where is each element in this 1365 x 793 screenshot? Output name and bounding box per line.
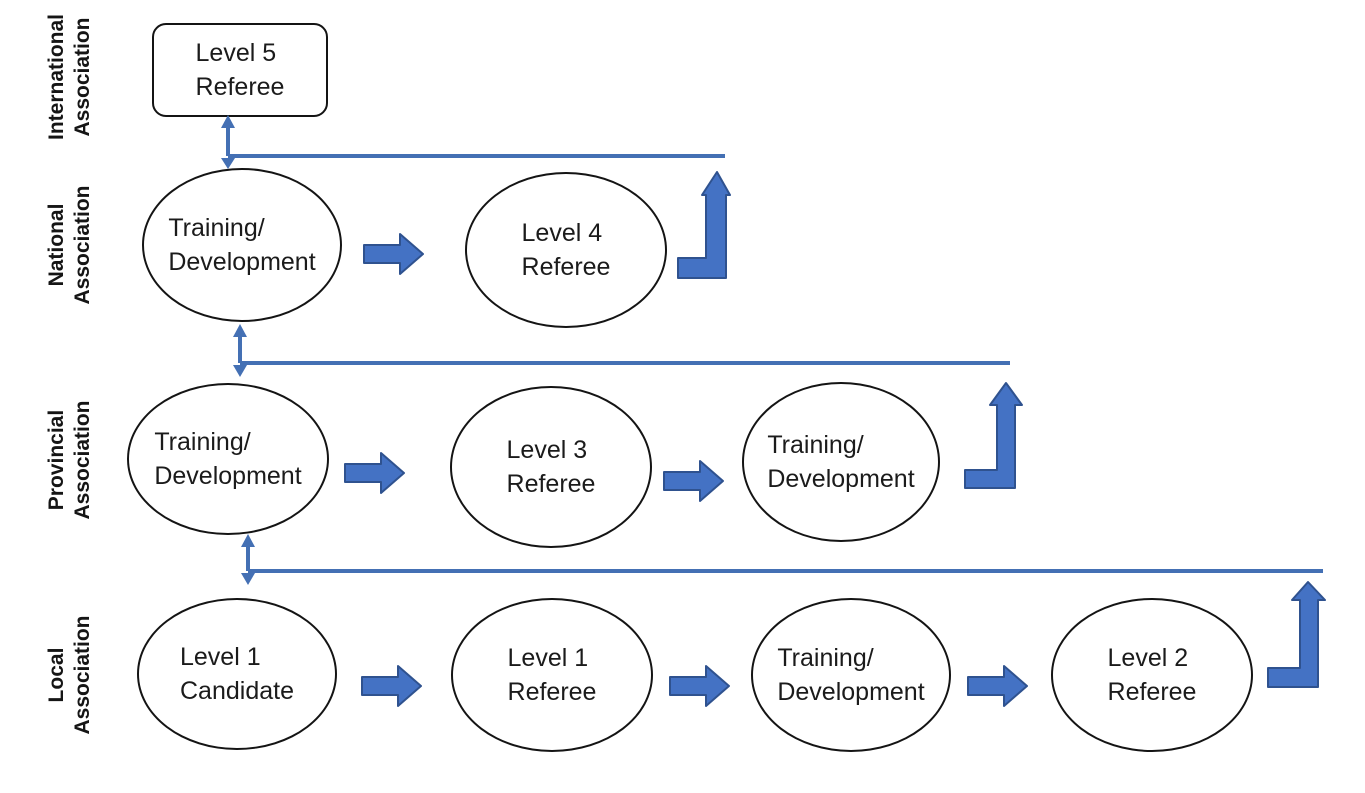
- right-arrow-icon: [669, 665, 730, 707]
- node-level-4-referee: Level 4 Referee: [465, 172, 667, 328]
- right-arrow-icon: [361, 665, 422, 707]
- node-text-line: Training/: [168, 214, 265, 242]
- row-label-line: Association: [71, 17, 95, 137]
- row-label-provincial: Provincial Association: [10, 390, 130, 530]
- row-label-line: Local: [45, 647, 68, 703]
- node-level-1-candidate: Level 1 Candidate: [137, 598, 337, 750]
- elbow-up-arrow-icon: [677, 171, 731, 279]
- node-provincial-training-development-2: Training/ Development: [742, 382, 940, 542]
- node-national-training-development: Training/ Development: [142, 168, 342, 322]
- row-label-line: National: [45, 203, 68, 287]
- node-provincial-training-development-1: Training/ Development: [127, 383, 329, 535]
- node-text-line: Level 1: [180, 643, 261, 671]
- row-label-local: Local Association: [10, 605, 130, 745]
- node-text-line: Level 4: [521, 219, 603, 247]
- node-text-line: Development: [154, 462, 302, 490]
- elbow-up-arrow-icon: [1267, 581, 1326, 688]
- node-text-line: Level 2: [1107, 644, 1189, 672]
- node-text-line: Referee: [506, 470, 596, 498]
- right-arrow-icon: [344, 452, 405, 494]
- node-text-line: Referee: [507, 678, 597, 706]
- connector-up-arrow-local-to-provincial: [241, 534, 1323, 585]
- node-level-5-referee: Level 5 Referee: [152, 23, 328, 117]
- row-label-line: International: [45, 13, 69, 141]
- node-text-line: Referee: [521, 253, 611, 281]
- right-arrow-icon: [967, 665, 1028, 707]
- right-arrow-icon: [363, 233, 424, 275]
- row-label-line: Provincial: [45, 409, 68, 511]
- node-text-line: Level 5: [195, 39, 277, 67]
- node-text-line: Development: [767, 465, 915, 493]
- node-level-2-referee: Level 2 Referee: [1051, 598, 1253, 752]
- right-arrow-icon: [663, 460, 724, 502]
- node-level-3-referee: Level 3 Referee: [450, 386, 652, 548]
- node-level-1-referee: Level 1 Referee: [451, 598, 653, 752]
- row-label-national: National Association: [10, 175, 130, 315]
- node-text-line: Training/: [154, 428, 251, 456]
- node-text-line: Level 1: [507, 644, 589, 672]
- node-text-line: Development: [168, 248, 316, 276]
- node-local-training-development: Training/ Development: [751, 598, 951, 752]
- elbow-up-arrow-icon: [964, 382, 1023, 489]
- row-label-international: International Association: [10, 7, 130, 147]
- node-text-line: Candidate: [180, 677, 294, 705]
- connector-up-arrow-provincial-to-national: [233, 324, 1010, 377]
- node-text-line: Development: [777, 678, 925, 706]
- row-label-line: Association: [71, 185, 94, 305]
- row-label-line: Association: [71, 615, 94, 735]
- row-label-line: Association: [71, 400, 94, 520]
- node-text-line: Referee: [1107, 678, 1197, 706]
- node-text-line: Level 3: [506, 436, 588, 464]
- node-text-line: Referee: [195, 73, 285, 101]
- node-text-line: Training/: [767, 431, 864, 459]
- connector-up-arrow-national-to-international: [221, 115, 725, 169]
- node-text-line: Training/: [777, 644, 874, 672]
